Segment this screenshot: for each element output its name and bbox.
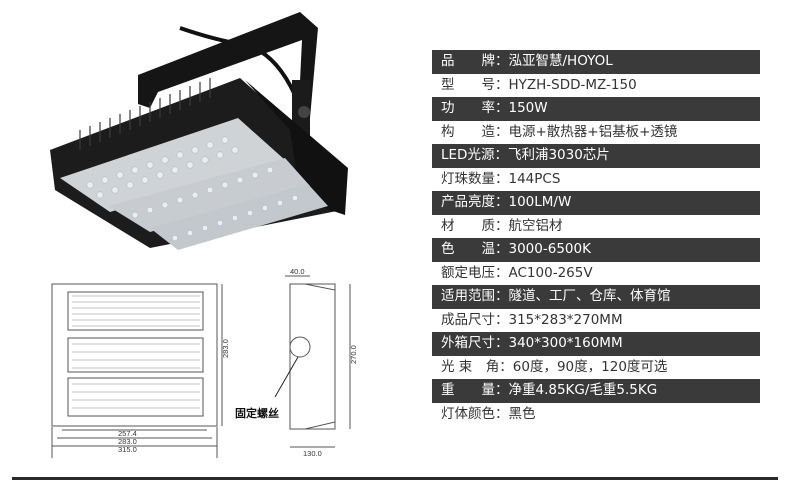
spec-row: 灯珠数量：144PCS	[441, 170, 561, 187]
spec-row: 重 量：净重4.85KG/毛重5.5KG	[432, 379, 760, 403]
dim-257: 257.4	[118, 429, 137, 438]
spec-row: 色 温：3000-6500K	[432, 238, 760, 262]
technical-drawing: 257.4 283.0 315.0 40.0 130.0 283.0 270.0…	[51, 267, 358, 458]
spec-row: 功 率：150W	[432, 97, 760, 121]
dim-270: 270.0	[349, 345, 358, 364]
spec-row: 适用范围：隧道、工厂、仓库、体育馆	[432, 285, 760, 309]
spec-row: LED光源：飞利浦3030芯片	[432, 144, 760, 168]
spec-table: 品 牌：泓亚智慧/HOYOL 型 号：HYZH-SDD-MZ-150 功 率：150…	[432, 50, 760, 426]
spec-row: 材 质：航空铝材	[441, 217, 563, 234]
dim-283-height: 283.0	[221, 339, 230, 358]
dim-130: 130.0	[303, 449, 322, 458]
spec-row: 灯体颜色：黑色	[441, 405, 536, 422]
dim-40: 40.0	[290, 267, 305, 276]
spec-row: 外箱尺寸：340*300*160MM	[432, 332, 760, 356]
spec-row: 品 牌：泓亚智慧/HOYOL	[432, 50, 760, 74]
spec-row: 产品亮度：100LM/W	[432, 191, 760, 215]
screw-label: 固定螺丝	[235, 406, 279, 420]
spec-row: 额定电压：AC100-265V	[441, 264, 593, 281]
dim-283-width: 283.0	[118, 437, 137, 446]
spec-row: 成品尺寸：315*283*270MM	[441, 311, 623, 328]
dim-315: 315.0	[118, 445, 137, 454]
product-photo	[50, 12, 348, 250]
bottom-divider	[12, 477, 778, 480]
spec-row: 光 束 角：60度，90度，120度可选	[441, 358, 668, 375]
spec-row: 型 号：HYZH-SDD-MZ-150	[441, 76, 637, 93]
spec-row: 构 造：电源+散热器+铝基板+透镜	[441, 123, 678, 140]
